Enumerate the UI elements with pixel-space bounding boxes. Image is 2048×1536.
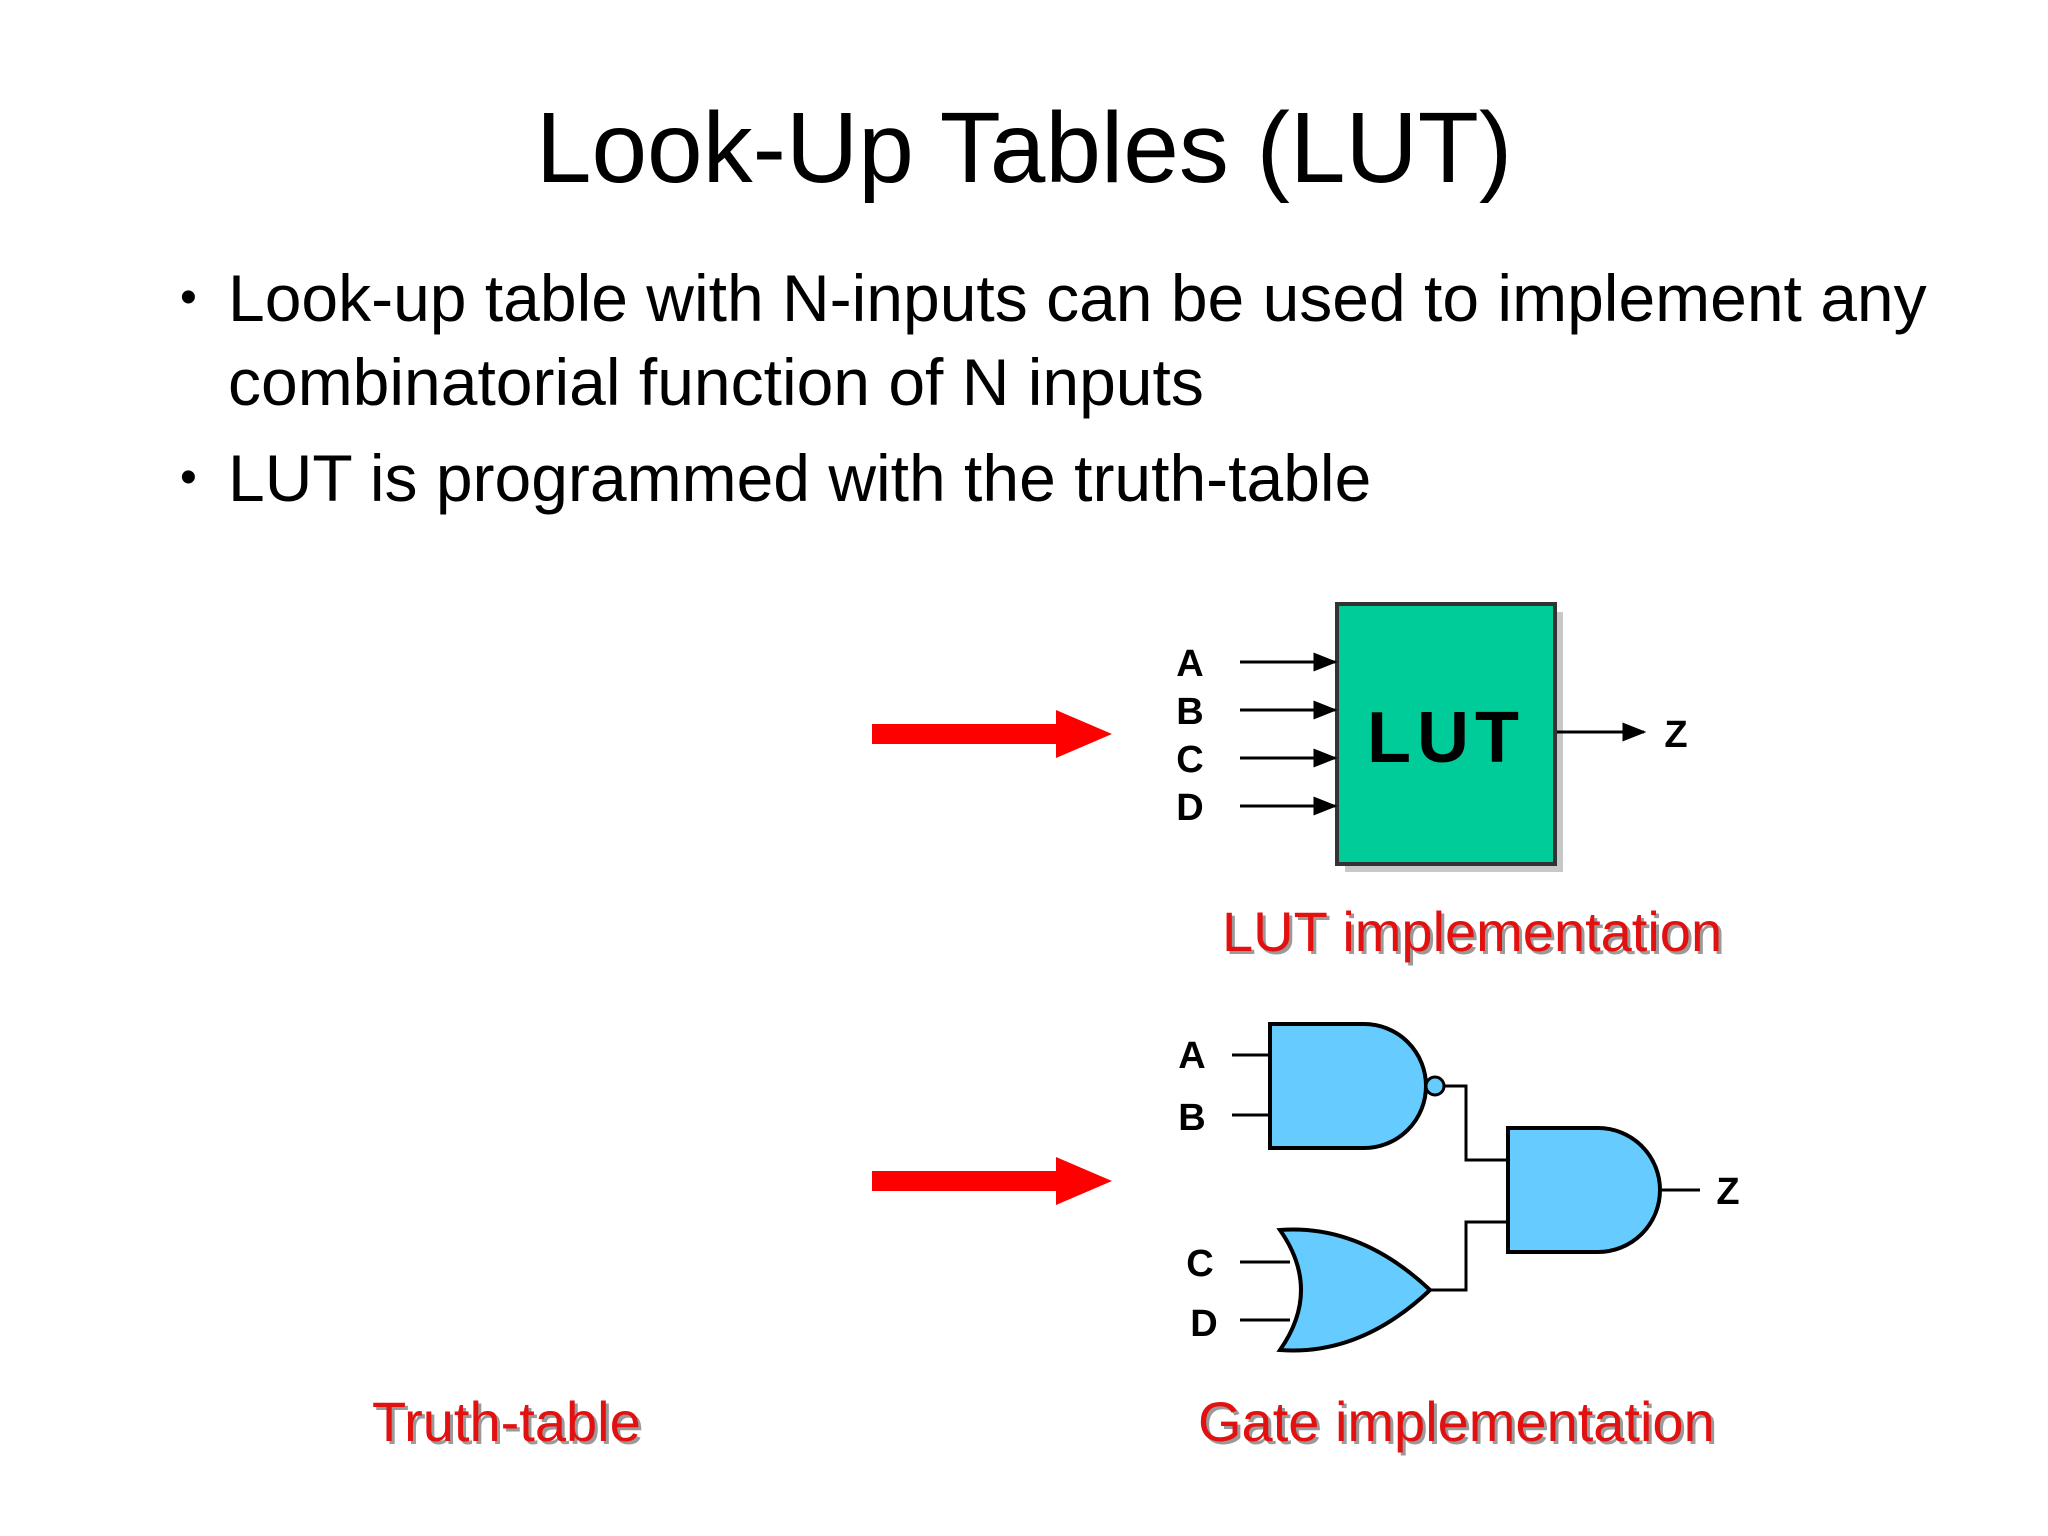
gate-input-label-a: A <box>1178 1035 1205 1077</box>
gate-output-label: Z <box>1716 1171 1739 1213</box>
bullet-marker: • <box>180 271 197 324</box>
bullet-item: • Look-up table with N-inputs can be use… <box>180 256 1980 424</box>
slide-title: Look-Up Tables (LUT) <box>535 92 1513 204</box>
or-gate <box>1276 1227 1433 1353</box>
and-gate <box>1506 1126 1662 1254</box>
bullet-text: Look-up table with N-inputs can be used … <box>228 261 1927 419</box>
lut-diagram: LUT A B C D Z <box>1176 602 1688 872</box>
or-to-and-wire <box>1430 1220 1510 1292</box>
bullet-text: LUT is programmed with the truth-table <box>228 441 1372 515</box>
red-arrow-to-gates <box>872 1157 1112 1205</box>
gate-diagram: A B C D Z <box>1178 1022 1740 1353</box>
nand-inversion-bubble <box>1424 1075 1446 1097</box>
gate-input-label-c: C <box>1186 1243 1213 1285</box>
gate-input-label-b: B <box>1178 1097 1205 1139</box>
nand-to-and-wire <box>1444 1084 1510 1162</box>
lut-block <box>1335 602 1557 866</box>
lut-input-label-b: B <box>1176 691 1203 733</box>
red-arrow-to-lut <box>872 710 1112 758</box>
gate-input-label-d: D <box>1190 1303 1217 1345</box>
bullet-marker: • <box>180 451 197 504</box>
truth-table-caption: Truth-table <box>372 1390 641 1453</box>
bullet-list: • Look-up table with N-inputs can be use… <box>180 256 1980 532</box>
lut-input-label-a: A <box>1176 643 1203 685</box>
nand-gate <box>1268 1022 1428 1150</box>
lut-input-label-d: D <box>1176 787 1203 829</box>
lut-output-label: Z <box>1664 714 1687 756</box>
lut-implementation-caption: LUT implementation <box>1222 900 1723 963</box>
lut-block-label: LUT <box>1367 698 1525 778</box>
lut-input-label-c: C <box>1176 739 1203 781</box>
bullet-item: • LUT is programmed with the truth-table <box>180 436 1980 520</box>
gate-implementation-caption: Gate implementation <box>1198 1390 1715 1453</box>
